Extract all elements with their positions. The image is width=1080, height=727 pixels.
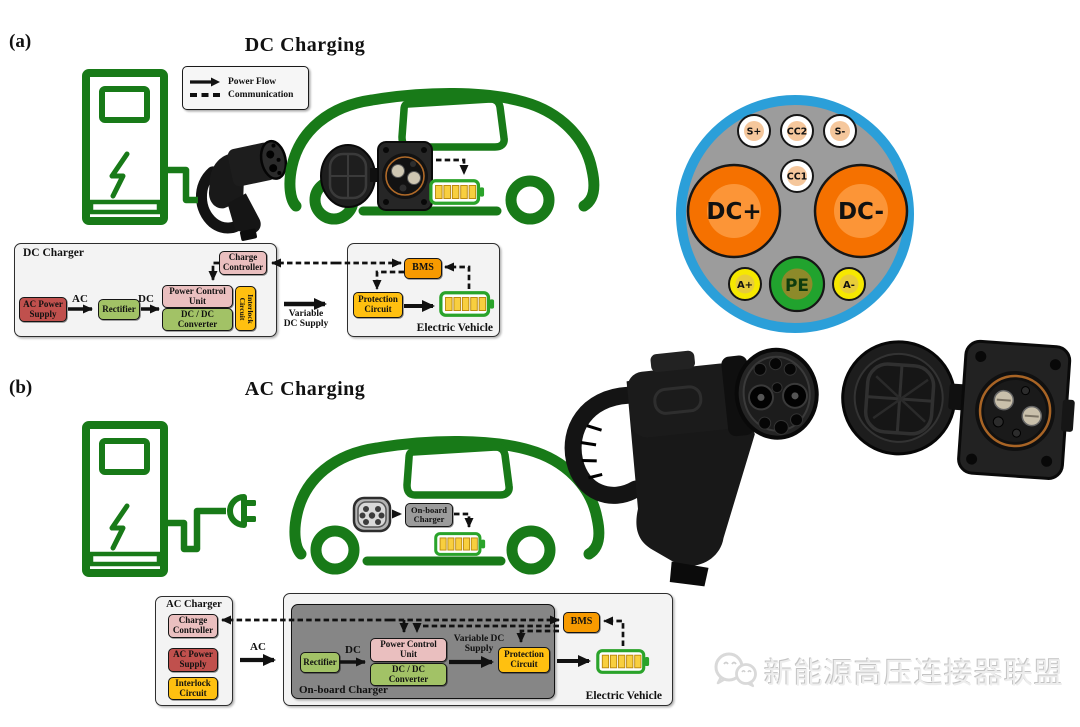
car-wheel-front [310, 525, 360, 575]
pin-s-minus [830, 121, 850, 141]
onboard-charger-title: On-board Charger [299, 684, 388, 696]
power-control-unit-box-b: Power Control Unit [370, 638, 447, 662]
pin-dc-plus-label: DC+ [706, 199, 761, 225]
pin-pe-label: PE [785, 276, 809, 296]
onboard-charger-car-box: On-board Charger [405, 503, 453, 527]
battery-icon-car-a [429, 179, 485, 205]
legend-power-flow-label: Power Flow [228, 76, 277, 87]
dc-inlet-socket-photo-small [320, 141, 433, 211]
pin-a-minus [839, 274, 859, 294]
socket-hinge [370, 168, 380, 182]
dc-dc-converter-box-a: DC / DC Converter [162, 308, 233, 331]
charge-controller-box-b: Charge Controller [168, 614, 218, 638]
dc-inlet-socket-photo-large [841, 339, 1075, 480]
car-window [398, 95, 508, 151]
charging-station-b [82, 421, 168, 577]
lightning-bolt-icon [109, 151, 130, 199]
socket-o-ring [978, 374, 1052, 448]
legend-power-flow: Power Flow [189, 77, 302, 87]
station-slot [88, 199, 162, 215]
electric-vehicle-title-b: Electric Vehicle [585, 690, 662, 702]
car-window [403, 443, 513, 499]
section-b-label: (b) [9, 377, 33, 398]
gun-handle [564, 386, 645, 504]
section-b-title: AC Charging [244, 378, 366, 400]
dc-dc-converter-box-b: DC / DC Converter [370, 663, 447, 686]
lightning-bolt-icon [109, 503, 130, 551]
ac-inlet-icon [352, 496, 392, 533]
ev-car-outline-b [289, 435, 605, 575]
dc-flow-label-a: DC [138, 293, 154, 305]
gun-face [259, 139, 288, 180]
legend-box: Power Flow Communication [182, 66, 309, 110]
power-flow-arrow-icon [190, 77, 220, 86]
rectifier-box-b: Rectifier [300, 652, 340, 673]
interlock-circuit-box-b: Interlock Circuit [168, 677, 218, 700]
ac-flow-label-b: AC [250, 641, 266, 653]
car-wheel-rear [505, 175, 555, 225]
station-slot [88, 551, 162, 567]
variable-dc-supply-label-a: Variable DC Supply [283, 309, 329, 330]
charge-controller-box-a: Charge Controller [219, 251, 267, 275]
dc-charging-gun-photo-large [564, 347, 819, 587]
car-wheel-rear [506, 525, 556, 575]
dc-flow-label-b: DC [345, 644, 361, 656]
dc-charging-gun-photo-small [196, 139, 288, 241]
watermark: 新能源高压连接器联盟 [712, 650, 1064, 692]
pin-s-minus-label: S- [835, 127, 846, 138]
wechat-icon [714, 652, 757, 688]
ac-charger-title: AC Charger [166, 599, 222, 610]
section-a-label: (a) [9, 31, 32, 52]
pin-cc1 [787, 166, 807, 186]
ac-power-supply-box-a: AC Power Supply [19, 297, 67, 322]
legend-communication: Communication [189, 90, 302, 100]
watermark-text: 新能源高压连接器联盟 [764, 656, 1065, 690]
station-screen [99, 438, 150, 475]
socket-o-ring [385, 156, 425, 196]
station-screen [99, 86, 150, 123]
legend-communication-label: Communication [228, 89, 294, 100]
pin-a-plus [735, 274, 755, 294]
ac-flow-label-a: AC [72, 293, 88, 305]
protection-circuit-box-a: Protection Circuit [353, 292, 403, 318]
ac-plug-icon [227, 494, 256, 528]
pin-cc2-label: CC2 [787, 127, 808, 138]
dc-charger-title: DC Charger [23, 247, 84, 259]
station-cable-b [165, 507, 226, 553]
power-control-unit-box-a: Power Control Unit [162, 285, 233, 308]
rectifier-box-a: Rectifier [98, 299, 140, 320]
gbt-dc-connector-pinout: DC+ DC- S+ CC2 S- CC1 A+ A- PE [676, 95, 914, 333]
pin-cc2 [787, 121, 807, 141]
section-a-title: DC Charging [244, 34, 366, 56]
pin-cc1-label: CC1 [787, 172, 808, 183]
communication-dash-icon [190, 92, 220, 97]
ac-power-supply-box-b: AC Power Supply [168, 648, 218, 672]
electric-vehicle-title-a: Electric Vehicle [416, 322, 493, 334]
battery-icon-diagram-b [596, 649, 650, 674]
pin-dc-minus-label: DC- [838, 199, 884, 225]
variable-dc-supply-label-b: Variable DC Supply [453, 634, 505, 655]
bms-box-a: BMS [404, 258, 442, 279]
interlock-circuit-box-a: Interlock Circuit [235, 286, 256, 331]
battery-icon-car-b [434, 532, 486, 556]
pin-a-plus-label: A+ [737, 280, 753, 291]
bms-box-b: BMS [563, 612, 600, 633]
pin-s-plus-label: S+ [747, 127, 762, 138]
battery-icon-diagram-a [439, 291, 495, 317]
protection-circuit-box-b: Protection Circuit [498, 647, 550, 673]
pin-a-minus-label: A- [843, 280, 855, 291]
pin-s-plus [744, 121, 764, 141]
charging-station-a [82, 69, 168, 225]
